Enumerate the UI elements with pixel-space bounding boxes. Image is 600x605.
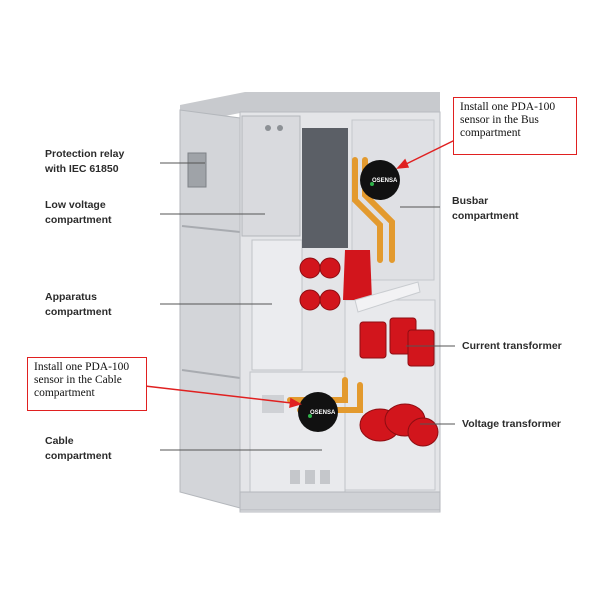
label-line: with IEC 61850 [45, 163, 119, 175]
low-voltage-compartment [241, 115, 301, 237]
callout-line: sensor in the Bus [460, 114, 539, 126]
protection-relay-display [187, 152, 207, 188]
label-line: compartment [45, 214, 112, 226]
label-line: Current transformer [462, 340, 562, 352]
callout-line: Install one PDA-100 [460, 101, 556, 113]
label-protection-relay: Protection relay with IEC 61850 [45, 147, 124, 177]
callout-line: compartment [460, 127, 521, 139]
label-line: Low voltage [45, 199, 106, 211]
label-line: Protection relay [45, 148, 125, 160]
label-current-transformer: Current transformer [462, 339, 562, 354]
label-low-voltage-compartment: Low voltage compartment [45, 198, 112, 228]
label-line: compartment [452, 210, 519, 222]
callout-line: sensor in the Cable [34, 374, 122, 386]
voltage-transformers [359, 403, 439, 447]
label-line: Apparatus [45, 291, 97, 303]
cabinet-base [239, 491, 441, 511]
label-line: Cable [45, 435, 74, 447]
callout-bus-sensor: Install one PDA-100 sensor in the Bus co… [453, 97, 577, 155]
callout-cable-sensor: Install one PDA-100 sensor in the Cable … [27, 357, 147, 411]
shutter-barrier [354, 281, 421, 313]
callout-line: compartment [34, 387, 95, 399]
label-line: compartment [45, 306, 112, 318]
label-cable-compartment: Cable compartment [45, 434, 112, 464]
bus-sensor [360, 160, 400, 200]
cabinet-top [180, 92, 440, 125]
current-transformers [359, 317, 435, 367]
label-voltage-transformer: Voltage transformer [462, 417, 561, 432]
label-line: Busbar [452, 195, 489, 207]
label-apparatus-compartment: Apparatus compartment [45, 290, 112, 320]
cable-sensor-brand: OSENSA [310, 410, 336, 416]
apparatus-compartment [251, 239, 303, 371]
label-line: Voltage transformer [462, 418, 561, 430]
apparatus-bushings [299, 257, 341, 311]
label-busbar-compartment: Busbar compartment [452, 194, 519, 224]
red-insulator [343, 250, 372, 300]
cable-sensor [298, 392, 338, 432]
central-panel [302, 128, 348, 248]
callout-line: Install one PDA-100 [34, 361, 130, 373]
label-line: compartment [45, 450, 112, 462]
bus-sensor-brand: OSENSA [372, 178, 398, 184]
